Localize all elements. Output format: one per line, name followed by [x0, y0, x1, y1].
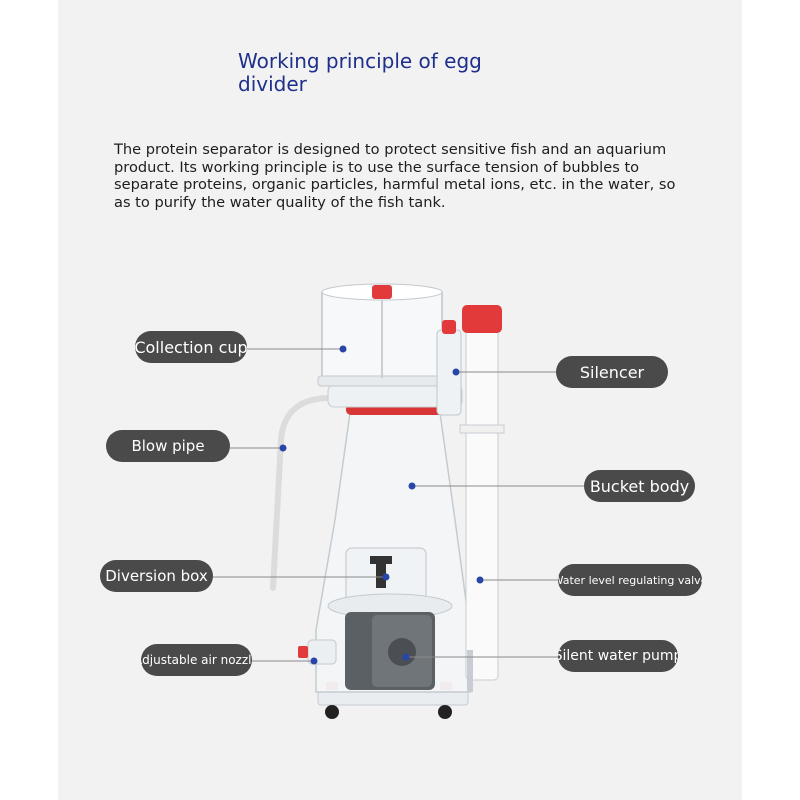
callout-lines [213, 348, 584, 662]
foot-right [438, 705, 452, 719]
marker-blow-pipe [279, 444, 287, 452]
label-bucket-body: Bucket body [584, 470, 695, 502]
marker-diversion-box [382, 573, 390, 581]
marker-collection-cup [339, 345, 347, 353]
marker-water-pump [402, 653, 410, 661]
label-blow-pipe: Blow pipe [106, 430, 230, 462]
valve-pipe-shape [465, 327, 499, 681]
valve-red-cap [462, 305, 502, 333]
label-collection-cup: Collection cup [135, 331, 247, 363]
marker-valve [476, 576, 484, 584]
marker-air-nozzle [310, 657, 318, 665]
label-water-level-valve: Water level regulating valve [558, 564, 702, 596]
label-silencer: Silencer [556, 356, 668, 388]
marker-silencer [452, 368, 460, 376]
label-diversion-box: Diversion box [100, 560, 213, 592]
label-air-nozzle: Adjustable air nozzle [141, 644, 252, 676]
label-water-pump: Silent water pump [558, 640, 678, 672]
page-title: Working principle of egg divider [238, 49, 482, 96]
description-text: The protein separator is designed to pro… [114, 141, 676, 211]
cup-red-cap [372, 285, 392, 299]
marker-bucket-body [408, 482, 416, 490]
foot-left [325, 705, 339, 719]
callout-markers [279, 345, 484, 665]
blow-pipe-shape [270, 395, 333, 591]
